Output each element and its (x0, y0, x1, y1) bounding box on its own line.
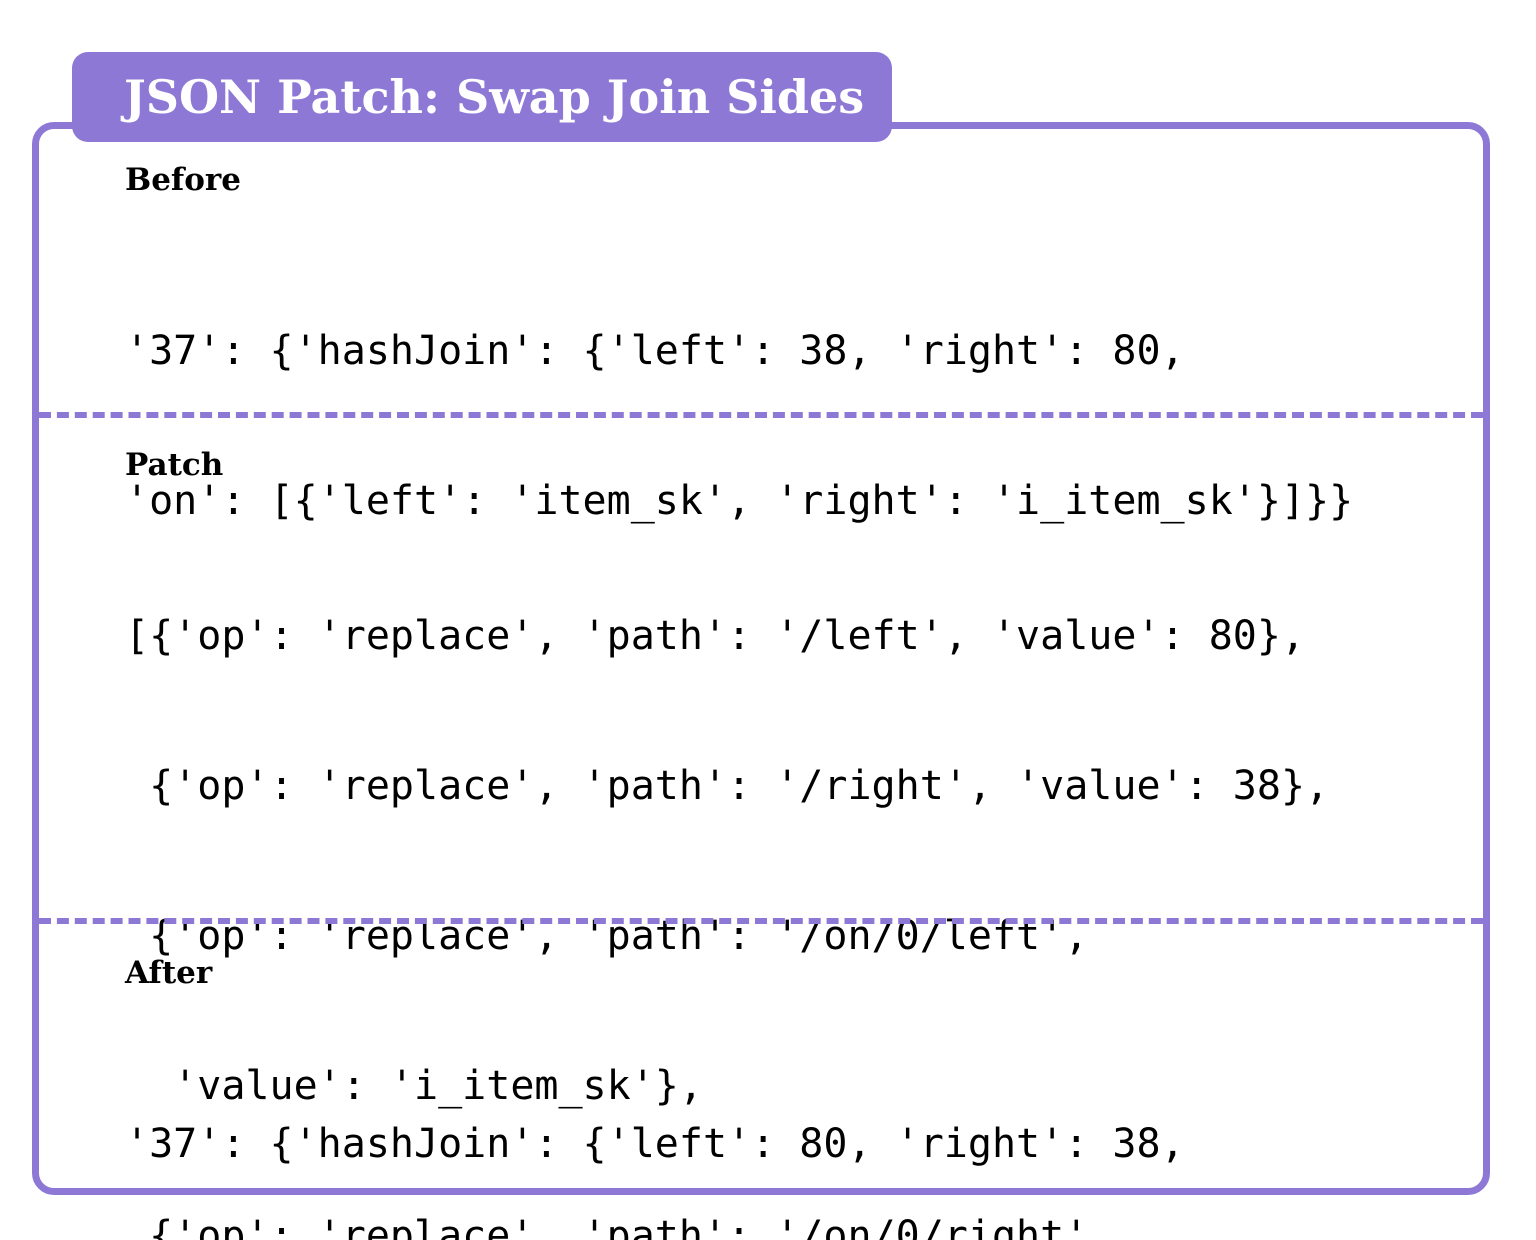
page-title: JSON Patch: Swap Join Sides (124, 70, 865, 124)
figure-title-tab: JSON Patch: Swap Join Sides (72, 52, 893, 142)
code-line: '37': {'hashJoin': {'left': 38, 'right':… (125, 328, 1185, 374)
code-line: '37': {'hashJoin': {'left': 80, 'right':… (125, 1121, 1185, 1167)
code-line: 'on': [{'left': 'item_sk', 'right': 'i_i… (125, 478, 1354, 524)
section-divider-2 (39, 918, 1483, 924)
code-block-patch: [{'op': 'replace', 'path': '/left', 'val… (125, 511, 1465, 1240)
code-line: [{'op': 'replace', 'path': '/left', 'val… (125, 613, 1306, 659)
figure-content: Before '37': {'hashJoin': {'left': 38, '… (39, 129, 1483, 1240)
code-line: {'op': 'replace', 'path': '/on/0/right', (125, 1213, 1113, 1240)
code-block-after: '37': {'hashJoin': {'left': 80, 'right':… (125, 1019, 1465, 1240)
section-patch: Patch [{'op': 'replace', 'path': '/left'… (39, 418, 1483, 1240)
section-before: Before '37': {'hashJoin': {'left': 38, '… (39, 129, 1483, 525)
code-line: {'op': 'replace', 'path': '/right', 'val… (125, 763, 1330, 809)
section-heading-before: Before (125, 162, 241, 198)
section-divider-1 (39, 412, 1483, 418)
section-heading-after: After (125, 955, 213, 991)
section-heading-patch: Patch (125, 447, 224, 483)
section-after: After '37': {'hashJoin': {'left': 80, 'r… (39, 924, 1483, 1200)
code-line: 'value': 'i_item_sk'}, (125, 1063, 703, 1109)
code-block-before: '37': {'hashJoin': {'left': 38, 'right':… (125, 226, 1465, 626)
figure-panel (32, 122, 1490, 1195)
